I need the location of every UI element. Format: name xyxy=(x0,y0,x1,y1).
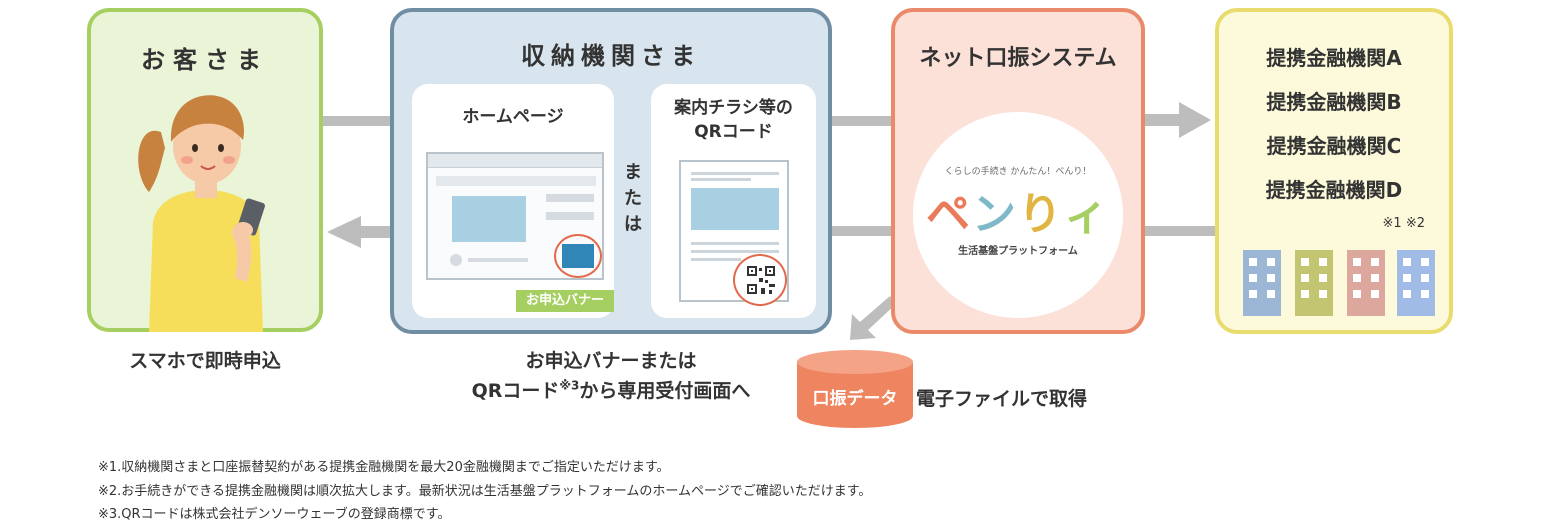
flyer-panel: 案内チラシ等の QRコード xyxy=(651,84,816,318)
data-file-caption: 電子ファイルで取得 xyxy=(916,388,1088,410)
receiver-caption-qr: QRコード xyxy=(471,380,560,402)
building-icon xyxy=(1397,250,1435,316)
flyer-label: 案内チラシ等の QRコード xyxy=(651,96,816,144)
bank-item-c: 提携金融機関C xyxy=(1266,134,1402,158)
flyer-label-line2: QRコード xyxy=(694,122,773,142)
net-system-box: ネット口振システム くらしの手続き かんたん！べんり！ ペンりィ 生活基盤プラッ… xyxy=(891,8,1145,334)
pennyi-logo-char: ィ xyxy=(1064,189,1110,240)
footnote-3: ※3.QRコードは株式会社デンソーウェーブの登録商標です。 xyxy=(98,507,451,522)
or-text: または xyxy=(624,162,642,235)
bank-item-b: 提携金融機関B xyxy=(1266,90,1402,114)
bank-item-a: 提携金融機関A xyxy=(1266,46,1402,70)
data-file-label: 口振データ xyxy=(812,389,898,409)
pennyi-logo-char: り xyxy=(1018,189,1064,240)
receiver-caption-line2: QRコード※3から専用受付画面へ xyxy=(390,376,832,403)
customer-illustration xyxy=(138,95,265,332)
customer-title: お客さま xyxy=(141,46,269,74)
banner-highlight-circle xyxy=(554,234,602,278)
arrow-banks-to-net xyxy=(1145,226,1215,236)
arrow-net-to-banks xyxy=(1145,102,1211,138)
arrow-net-to-receiver xyxy=(832,226,891,236)
homepage-panel: ホームページ お申込バナー xyxy=(412,84,614,318)
footnote-1: ※1.収納機関さまと口座振替契約がある提携金融機関を最大20金融機関までご指定い… xyxy=(98,460,670,475)
receiver-caption-mark: ※3 xyxy=(559,378,580,393)
receiver-caption-line1: お申込バナーまたは xyxy=(525,350,697,372)
pennyi-subtitle: 生活基盤プラットフォーム xyxy=(958,246,1078,257)
building-icon xyxy=(1243,250,1281,316)
pennyi-logo-text: ペンりィ xyxy=(913,178,1123,242)
arrow-customer-to-receiver xyxy=(323,116,390,126)
building-icon xyxy=(1347,250,1385,316)
pennyi-tagline: くらしの手続き かんたん！べんり！ xyxy=(944,167,1092,177)
arrow-receiver-to-net xyxy=(832,116,891,126)
pennyi-logo-char: ペ xyxy=(926,189,972,240)
receiver-box: 収納機関さま ホームページ お申込バナー または 案内チラシ等の QRコード xyxy=(390,8,832,334)
customer-caption: スマホで即時申込 xyxy=(129,350,281,372)
receiver-title: 収納機関さま xyxy=(521,42,701,70)
banks-box: 提携金融機関A 提携金融機関B 提携金融機関C 提携金融機関D ※1 ※2 xyxy=(1215,8,1453,334)
customer-box: お客さま xyxy=(87,8,323,332)
homepage-label: ホームページ xyxy=(462,107,564,127)
pennyi-logo-circle: くらしの手続き かんたん！べんり！ ペンりィ 生活基盤プラットフォーム xyxy=(913,112,1123,318)
receiver-caption-post: から専用受付画面へ xyxy=(579,380,751,402)
banner-tag: お申込バナー xyxy=(516,290,614,312)
net-system-title: ネット口振システム xyxy=(919,46,1117,71)
bank-notes: ※1 ※2 xyxy=(1382,216,1425,231)
bank-item-d: 提携金融機関D xyxy=(1265,178,1403,202)
pennyi-logo-char: ン xyxy=(972,189,1018,240)
browser-mockup xyxy=(426,152,604,280)
qr-code-icon xyxy=(747,266,775,294)
arrow-receiver-to-customer xyxy=(327,216,390,248)
arrow-net-to-data xyxy=(850,296,896,340)
flyer-label-line1: 案内チラシ等の xyxy=(674,98,793,118)
footnote-2: ※2.お手続きができる提携金融機関は順次拡大します。最新状況は生活基盤プラットフ… xyxy=(98,484,872,499)
building-icon xyxy=(1295,250,1333,316)
data-cylinder-icon xyxy=(797,350,913,428)
banner-mini-icon xyxy=(562,244,594,268)
